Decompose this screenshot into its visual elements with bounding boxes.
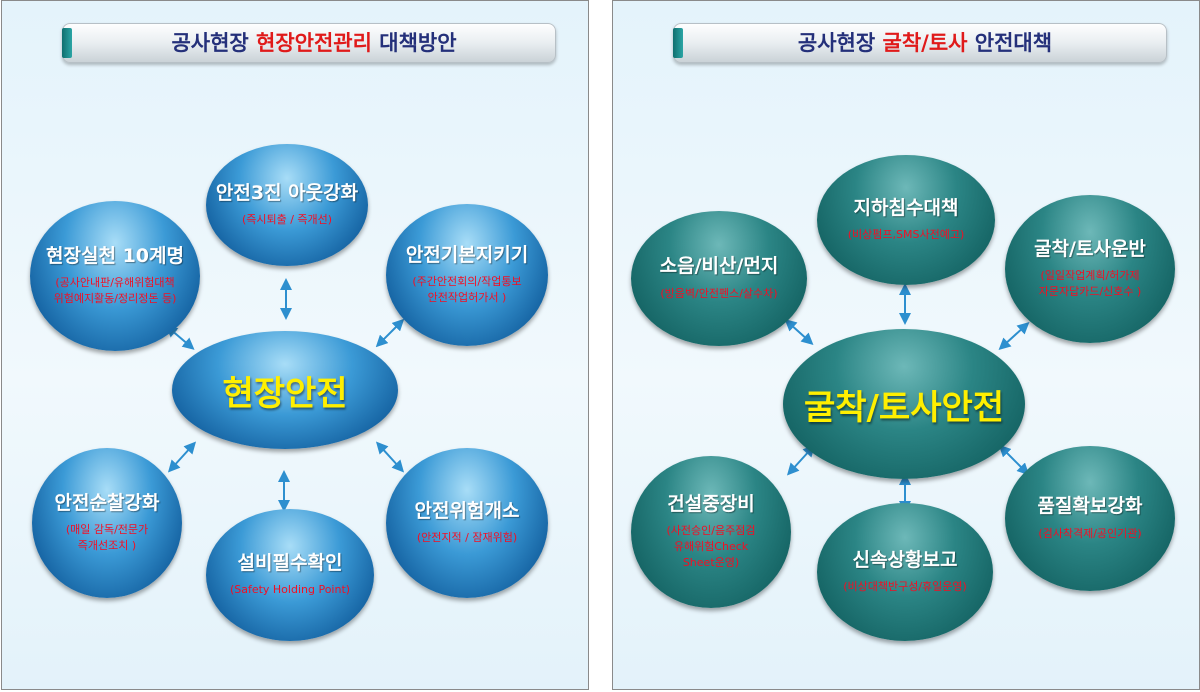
- node-title: 안전위험개소: [414, 499, 520, 522]
- right-title-part3: 안전대책: [967, 31, 1053, 55]
- node-title: 지하침수대책: [853, 196, 959, 219]
- arrow-right-bottom-left: [786, 444, 816, 476]
- right-title-bar: [673, 23, 1167, 63]
- right-arrows: [784, 283, 1030, 513]
- left-title-part2: 현장안전관리: [256, 31, 372, 55]
- center-bubble-field-safety: 현장안전: [172, 331, 398, 449]
- node-title: 건설중장비: [667, 492, 755, 515]
- node-rapid-report: 신속상황보고 (비상대책반구성/휴일운영): [817, 503, 993, 641]
- node-title: 신속상황보고: [852, 548, 958, 571]
- node-danger-spots: 안전위험개소 (안전지적 / 잠재위험): [386, 448, 548, 598]
- left-title-bar: [62, 23, 556, 63]
- left-panel: 공사현장 현장안전관리 대책방안 현장안전 안전3진 아웃강화 (즉시퇴출 / …: [1, 0, 589, 690]
- left-arrows: [165, 278, 405, 512]
- arrow-left-top-left: [165, 325, 195, 350]
- node-sub: (안전지적 / 잠재위험): [416, 531, 518, 545]
- node-noise-dust: 소음/비산/먼지 (방음벽/안전펜스/살수차): [631, 211, 807, 346]
- center-bubble-excavation-safety: 굴착/토사안전: [783, 329, 1025, 479]
- node-quality-assurance: 품질확보강화 (검사착격제/공인기관): [1005, 446, 1175, 591]
- node-title: 소음/비산/먼지: [659, 255, 779, 278]
- node-title: 안전기본지키기: [405, 243, 529, 266]
- node-sub: (방음벽/안전펜스/살수차): [660, 286, 778, 300]
- node-flood-prevention: 지하침수대책 (비상펌프,SMS사전예고): [817, 155, 995, 285]
- right-title-part1: 공사현장: [797, 31, 883, 55]
- arrow-right-bottom-right: [998, 444, 1030, 476]
- left-title: 공사현장 현장안전관리 대책방안: [72, 23, 556, 63]
- node-title: 설비필수확인: [237, 551, 343, 574]
- node-title: 안전순찰강화: [54, 491, 160, 514]
- left-title-tab: [62, 28, 72, 58]
- node-sub: (즉시퇴출 / 즉개선): [241, 213, 333, 227]
- node-safety-3strikes: 안전3진 아웃강화 (즉시퇴출 / 즉개선): [206, 144, 368, 266]
- node-title: 굴착/토사운반: [1034, 237, 1146, 260]
- right-title-tab: [673, 28, 683, 58]
- node-equipment-check: 설비필수확인 (Safety Holding Point): [206, 509, 374, 641]
- arrow-right-top-left: [784, 318, 814, 346]
- left-title-part3: 대책방안: [371, 31, 457, 55]
- node-sub: (검사착격제/공인기관): [1038, 526, 1142, 540]
- right-panel: 공사현장 굴착/토사 안전대책 굴착/토사안전 지하침수대책 (비상펌프,SMS…: [612, 0, 1200, 690]
- arrow-left-bottom-left: [167, 441, 197, 473]
- node-sub: (비상펌프,SMS사전예고): [847, 228, 965, 242]
- node-sub: (Safety Holding Point): [229, 583, 351, 597]
- arrow-left-bottom-right: [375, 441, 405, 473]
- arrow-left-top-right: [375, 318, 405, 348]
- node-title: 품질확보강화: [1037, 495, 1143, 518]
- node-title: 현장실천 10계명: [46, 244, 184, 267]
- left-title-part1: 공사현장: [171, 31, 257, 55]
- node-title: 안전3진 아웃강화: [215, 181, 359, 204]
- node-sub: (비상대책반구성/휴일운영): [843, 580, 967, 594]
- right-title-part2: 굴착/토사: [882, 31, 968, 55]
- right-title: 공사현장 굴착/토사 안전대책: [683, 23, 1167, 63]
- center-label: 굴착/토사안전: [803, 387, 1005, 428]
- arrow-right-top-right: [998, 321, 1030, 351]
- center-label: 현장안전: [222, 373, 348, 414]
